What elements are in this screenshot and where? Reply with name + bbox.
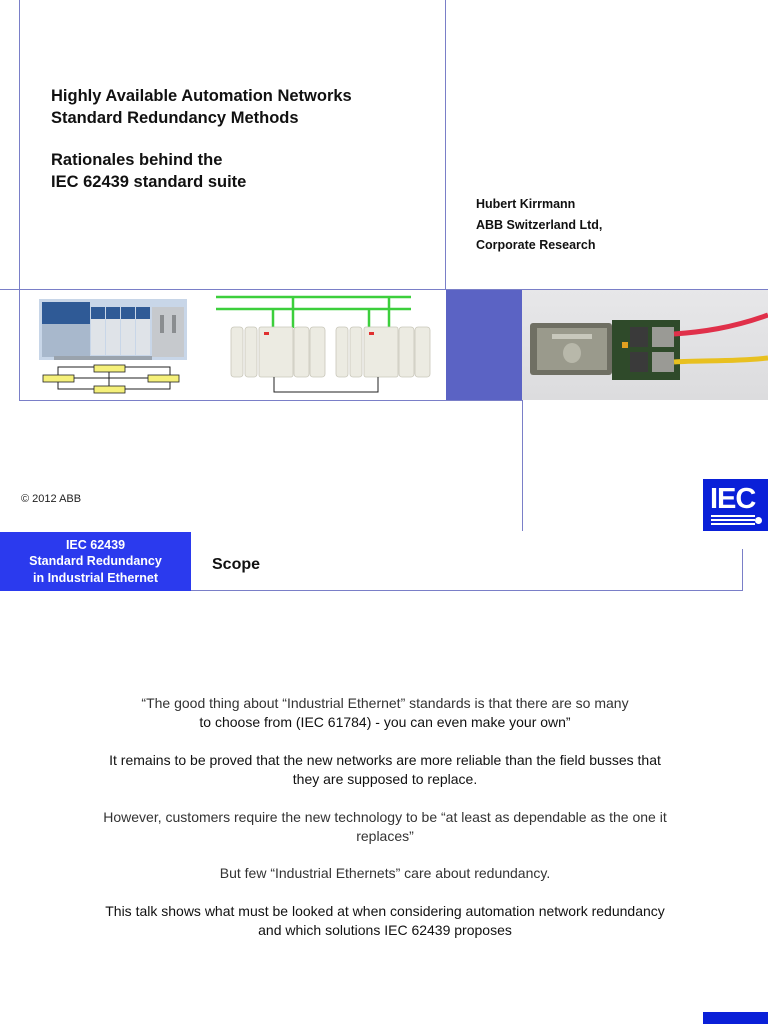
reliability-line-1: It remains to be proved that the new net… <box>109 752 661 768</box>
pcmcia-card-photo <box>522 290 768 400</box>
frame-bottom-strip-line <box>19 400 522 401</box>
section-label: IEC 62439 Standard Redundancy in Industr… <box>0 532 191 591</box>
accent-square <box>446 290 522 400</box>
switch-hardware-image <box>39 295 431 394</box>
title-line-2: Standard Redundancy Methods <box>51 108 299 127</box>
quote-line-2: to choose from (IEC 61784) - you can eve… <box>199 714 571 730</box>
pcmcia-card-image <box>530 312 768 380</box>
talk-summary-paragraph: This talk shows what must be looked at w… <box>40 902 730 940</box>
section-label-line-3: in Industrial Ethernet <box>32 570 158 585</box>
quote-paragraph: “The good thing about “Industrial Ethern… <box>40 694 730 732</box>
redundancy-line-1: But few “Industrial Ethernets” care abou… <box>219 865 551 881</box>
title-right-line <box>742 549 743 591</box>
next-page-iec-logo <box>703 1012 768 1024</box>
author-name: Hubert Kirrmann <box>476 197 576 211</box>
customers-paragraph: However, customers require the new techn… <box>40 808 730 846</box>
iec-logo: IEC <box>703 479 768 531</box>
author-block: Hubert Kirrmann ABB Switzerland Ltd, Cor… <box>476 194 602 256</box>
iec-logo-text: IEC <box>710 483 756 515</box>
title-underline <box>191 590 743 591</box>
frame-left-line <box>19 0 20 400</box>
subtitle-line-1: Rationales behind the <box>51 151 223 169</box>
summary-line-1: This talk shows what must be looked at w… <box>105 903 665 919</box>
customers-line-2: replaces” <box>356 828 414 844</box>
customers-line-1: However, customers require the new techn… <box>103 809 667 825</box>
subtitle-line-2: IEC 62439 standard suite <box>51 172 247 191</box>
reliability-line-2: they are supposed to replace. <box>292 771 478 787</box>
section-label-line-1: IEC 62439 <box>65 537 126 552</box>
slide-title: Scope <box>212 556 261 573</box>
cover-title: Highly Available Automation Networks Sta… <box>51 86 352 193</box>
reliability-paragraph: It remains to be proved that the new net… <box>40 751 730 789</box>
image-strip <box>20 290 445 400</box>
redundancy-paragraph: But few “Industrial Ethernets” care abou… <box>40 864 730 883</box>
quote-line-1: “The good thing about “Industrial Ethern… <box>141 695 629 711</box>
summary-line-2: and which solutions IEC 62439 proposes <box>258 922 512 938</box>
frame-right-line <box>522 400 523 531</box>
frame-middle-line <box>445 0 446 290</box>
frame-top-strip-line <box>0 289 768 290</box>
copyright-text: © 2012 ABB <box>21 493 82 505</box>
section-label-line-2: Standard Redundancy <box>29 554 162 569</box>
title-line-1: Highly Available Automation Networks <box>51 87 352 105</box>
author-department: Corporate Research <box>476 238 596 252</box>
author-company: ABB Switzerland Ltd, <box>476 217 603 232</box>
